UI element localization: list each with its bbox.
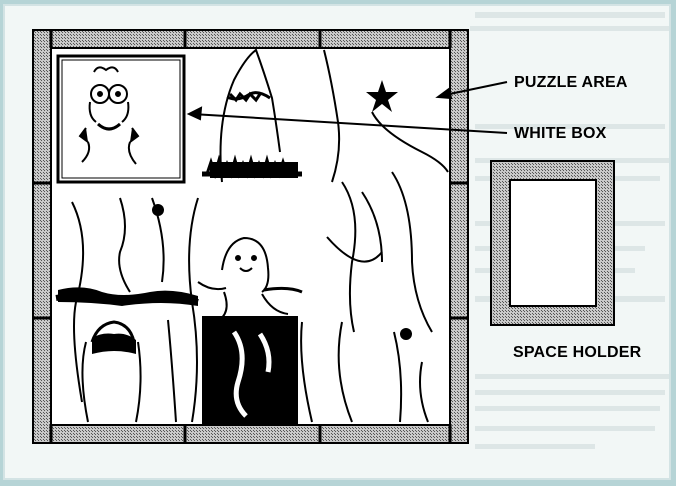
space-holder-inner — [510, 180, 596, 306]
white-box-label: WHITE BOX — [514, 125, 606, 143]
puzzle-area-label: PUZZLE AREA — [514, 74, 628, 92]
white-box — [58, 56, 184, 182]
space-holder-label: SPACE HOLDER — [513, 344, 641, 362]
scanned-page: PUZZLE AREA WHITE BOX SPACE HOLDER — [3, 4, 671, 480]
